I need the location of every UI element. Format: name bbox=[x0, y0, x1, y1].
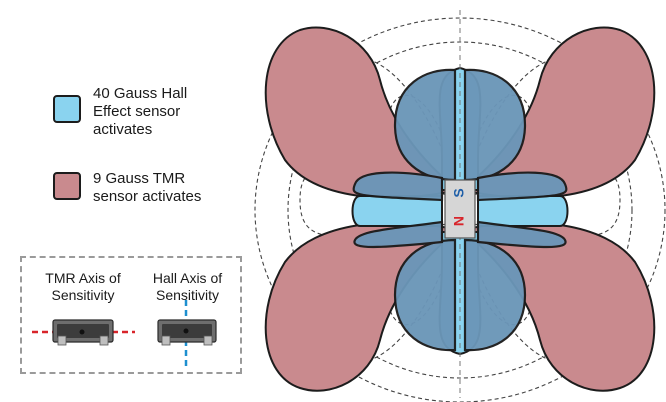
overlap-upper-left bbox=[393, 68, 457, 182]
hall-legend-line: 40 Gauss Hall bbox=[93, 85, 188, 102]
tmr-axis-title-line: Sensitivity bbox=[51, 287, 115, 303]
tmr-legend-swatch bbox=[53, 172, 81, 200]
hall-chip-dot bbox=[183, 328, 189, 334]
overlap-mid-left-bottom bbox=[353, 220, 444, 249]
overlap-lower-left bbox=[393, 238, 457, 352]
tmr-legend-label: 9 Gauss TMR sensor activates bbox=[93, 170, 201, 206]
tmr-legend-line: sensor activates bbox=[93, 188, 202, 205]
magnet: S N bbox=[444, 179, 476, 239]
overlap-lower-right bbox=[463, 238, 527, 352]
tmr-legend-line: 9 Gauss TMR bbox=[93, 170, 186, 187]
hall-chip-pin-right bbox=[203, 335, 213, 346]
overlap-mid-right-bottom bbox=[476, 220, 567, 249]
overlap-upper-right bbox=[463, 68, 527, 182]
tmr-sensor-chip bbox=[32, 319, 135, 346]
overlap-mid-left-top bbox=[352, 171, 444, 202]
tmr-axis-title-line: TMR Axis of bbox=[45, 270, 121, 286]
hall-legend-swatch bbox=[53, 95, 81, 123]
tmr-chip-pin-left bbox=[57, 335, 67, 346]
tmr-axis-title: TMR Axis of Sensitivity bbox=[28, 270, 138, 304]
hall-legend-line: activates bbox=[93, 121, 153, 138]
overlap-region bbox=[352, 68, 568, 352]
hall-sensor-chip bbox=[157, 300, 217, 368]
magnet-body bbox=[444, 179, 476, 239]
tmr-chip-dot bbox=[79, 329, 85, 335]
magnet-north-label: N bbox=[451, 216, 467, 226]
magnet-south-label: S bbox=[451, 188, 467, 197]
overlap-mid-right-top bbox=[476, 171, 568, 202]
hall-lobe-right bbox=[477, 195, 569, 227]
hall-axis-title-line: Sensitivity bbox=[155, 287, 220, 303]
hall-chip-pin-left bbox=[161, 335, 171, 346]
field-line-outer bbox=[254, 17, 666, 402]
hall-legend-label: 40 Gauss Hall Effect sensor activates bbox=[93, 85, 187, 139]
hall-lobe-left bbox=[351, 195, 443, 227]
hall-legend-line: Effect sensor bbox=[93, 103, 181, 120]
hall-axis-title-line: Hall Axis of bbox=[152, 270, 223, 286]
axis-of-sensitivity-box bbox=[20, 256, 242, 374]
hall-axis-title: Hall Axis of Sensitivity bbox=[135, 270, 240, 304]
tmr-chip-pin-right bbox=[99, 335, 109, 346]
